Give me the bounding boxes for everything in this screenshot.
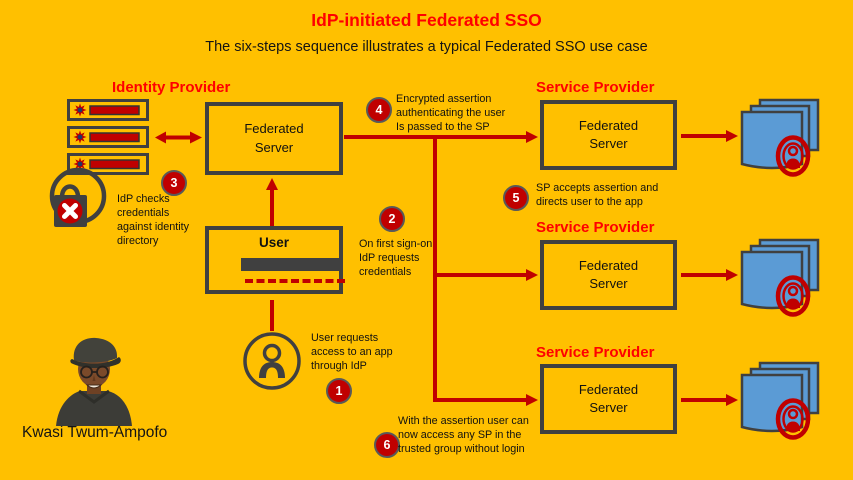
step-5-text: SP accepts assertion and directs user to… — [536, 182, 659, 209]
user-badge-icon — [775, 275, 811, 317]
author-name: Kwasi Twum-Ampofo — [22, 424, 168, 441]
identity-directory-icon — [67, 99, 149, 175]
sp3-app-stack-icon — [740, 361, 820, 440]
user-password-bar — [241, 258, 343, 271]
idp-federated-server-box: Federated Server — [205, 102, 343, 175]
sp1-federated-server-box: Federated Server — [540, 100, 677, 170]
step-2-badge: 2 — [379, 206, 405, 232]
step-4-number: 4 — [375, 103, 383, 117]
user-box: User — [205, 226, 345, 294]
sp3-federated-server-box: Federated Server — [540, 364, 677, 434]
sp3-federated-server-label: Federated Server — [578, 381, 639, 415]
step-2-text: On first sign-on IdP requests credential… — [359, 238, 433, 279]
service-provider-2-heading: Service Provider — [536, 219, 655, 236]
sp2-federated-server-box: Federated Server — [540, 240, 677, 310]
step-4-text: Encrypted assertion authenticating the u… — [396, 93, 506, 134]
user-box-label: User — [258, 235, 290, 250]
service-provider-1-heading: Service Provider — [536, 79, 655, 96]
step-1-text: User requests access to an app through I… — [311, 332, 393, 373]
step-2-number: 2 — [388, 212, 396, 226]
sp2-federated-server-label: Federated Server — [578, 257, 639, 291]
sp2-app-stack-icon — [740, 238, 820, 317]
user-badge-icon — [775, 135, 811, 177]
sp1-app-stack-icon — [740, 98, 820, 177]
page-subtitle: The six-steps sequence illustrates a typ… — [205, 39, 648, 55]
identity-provider-heading: Identity Provider — [112, 79, 231, 96]
step-5-number: 5 — [512, 191, 520, 205]
person-icon — [243, 332, 301, 390]
idp-federated-server-label: Federated Server — [244, 121, 304, 155]
step-4-badge: 4 — [366, 97, 392, 123]
author-photo — [56, 337, 132, 426]
step-6-badge: 6 — [374, 432, 400, 458]
step-6-text: With the assertion user can now access a… — [398, 415, 529, 456]
trunk-to-sp3-arrow — [433, 137, 538, 406]
lock-denied-icon — [49, 167, 107, 227]
step-5-badge: 5 — [503, 185, 529, 211]
user-dashed-line — [245, 279, 345, 283]
step-6-number: 6 — [383, 438, 391, 452]
service-provider-3-heading: Service Provider — [536, 344, 655, 361]
sp1-federated-server-label: Federated Server — [578, 117, 639, 151]
step-1-badge: 1 — [326, 378, 352, 404]
step-1-number: 1 — [335, 384, 343, 398]
double-arrow-left-head — [155, 131, 166, 144]
user-badge-icon — [775, 398, 811, 440]
page-title: IdP-initiated Federated SSO — [311, 10, 542, 30]
step-3-text: IdP checks credentials against identity … — [117, 193, 190, 248]
step-3-badge: 3 — [161, 170, 187, 196]
step-3-number: 3 — [170, 176, 178, 190]
